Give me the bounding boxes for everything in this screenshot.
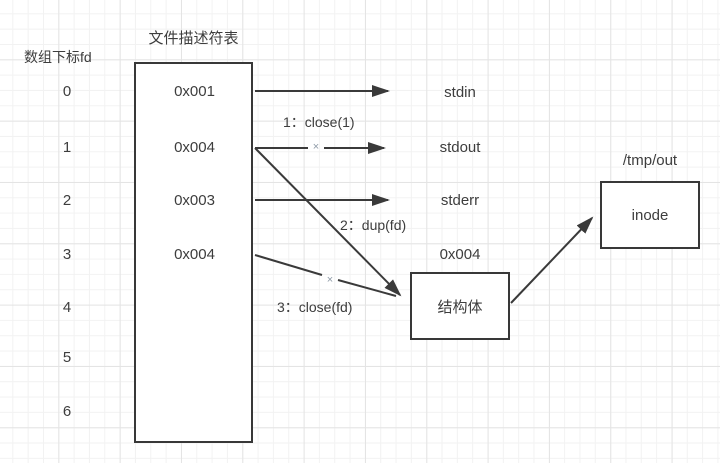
step-3-closefd-label: 3：close(fd) xyxy=(277,299,353,315)
fd-table-value-0: 0x001 xyxy=(174,83,215,100)
fd-table-value-3: 0x004 xyxy=(174,246,215,263)
struct-box: 结构体 xyxy=(410,272,510,340)
table-title: 文件描述符表 xyxy=(148,30,239,47)
fd-index-1: 1 xyxy=(62,139,72,156)
fd-table-value-2: 0x003 xyxy=(174,192,215,209)
fd-table-value-1: 0x004 xyxy=(174,139,215,156)
fd-index-2: 2 xyxy=(62,192,72,209)
arrow-struct-inode xyxy=(510,216,594,304)
target-stdout: stdout xyxy=(439,139,481,156)
close-x-mark-stdout: × xyxy=(312,141,320,153)
fd-index-0: 0 xyxy=(62,83,72,100)
close-x-mark-fd3: × xyxy=(326,274,334,286)
struct-pointer-label: 0x004 xyxy=(439,246,481,263)
fd-index-3: 3 xyxy=(62,246,72,263)
fd-table-box xyxy=(134,62,253,443)
file-path-label: /tmp/out xyxy=(622,152,678,169)
inode-box-label: inode xyxy=(631,206,669,224)
fd-index-5: 5 xyxy=(62,349,72,366)
target-stderr: stderr xyxy=(440,192,480,209)
step-2-dupfd-label: 2：dup(fd) xyxy=(340,217,407,233)
target-stdin: stdin xyxy=(444,84,476,101)
fd-index-6: 6 xyxy=(62,403,72,420)
fd-index-4: 4 xyxy=(62,299,72,316)
step-1-close1-label: 1：close(1) xyxy=(283,114,355,130)
line-fd3-struct-right xyxy=(337,279,397,297)
struct-box-label: 结构体 xyxy=(437,298,483,316)
line-fd3-struct-left xyxy=(254,254,323,276)
array-index-label: 数组下标fd xyxy=(24,49,92,65)
inode-box: inode xyxy=(600,181,700,249)
